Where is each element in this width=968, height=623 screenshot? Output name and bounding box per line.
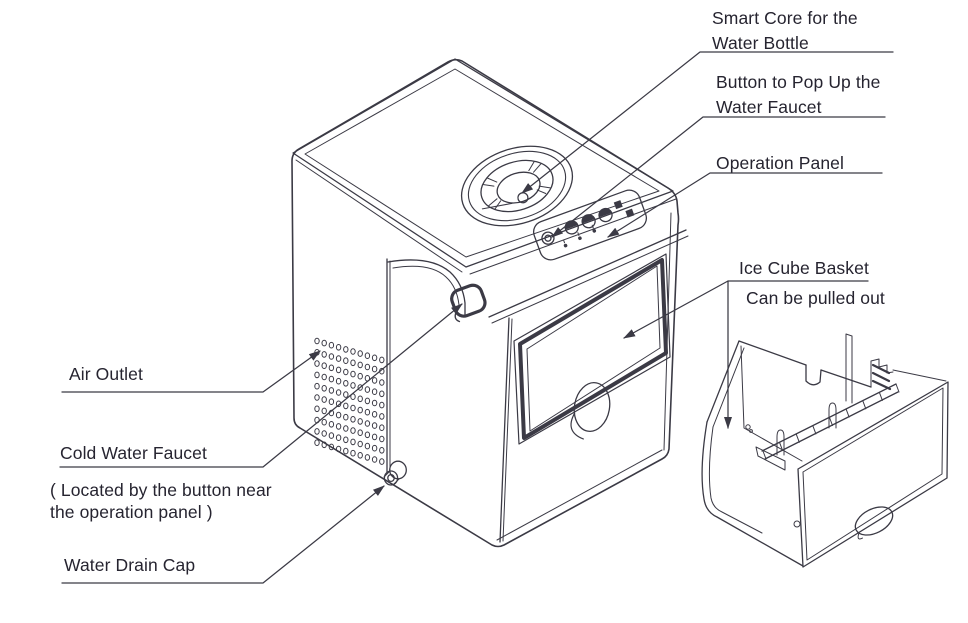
label-ice-cube-basket-note: Can be pulled out (746, 288, 885, 308)
top-lid (292, 58, 674, 273)
ice-door-window (513, 253, 671, 445)
basket-handle (854, 506, 894, 540)
basket-notch (805, 364, 822, 386)
cold-water-faucet-illustration (387, 259, 487, 323)
panel-indicator-icons (563, 200, 635, 248)
label-cold-water-faucet: Cold Water Faucet (60, 443, 207, 463)
leader-air-outlet (61, 350, 321, 393)
panel-buttons (564, 207, 613, 235)
basket-rail (755, 383, 900, 471)
air-outlet-grid (314, 337, 385, 465)
operation-panel-illustration (532, 189, 648, 261)
ice-basket-illustration (701, 333, 949, 568)
label-popup-button-line1: Button to Pop Up the (716, 72, 881, 92)
leader-water-drain-cap (61, 485, 385, 584)
basket-front-panel (797, 381, 949, 568)
label-smart-core-line2: Water Bottle (712, 33, 809, 53)
leader-popup-button (551, 116, 886, 238)
water-bottle-recess (460, 145, 574, 227)
label-faucet-note-line2: the operation panel ) (50, 502, 213, 522)
basket-corner-bracket (870, 358, 947, 391)
label-operation-panel: Operation Panel (716, 153, 844, 173)
label-popup-button: Button to Pop Up the Water Faucet (716, 70, 880, 120)
water-drain-cap-illustration (383, 460, 407, 486)
leader-operation-panel (607, 172, 883, 238)
leader-cold-water-faucet (59, 303, 463, 468)
leader-smart-core (521, 51, 894, 194)
basket-rail-ticks (762, 383, 900, 460)
label-air-outlet: Air Outlet (69, 364, 143, 384)
cabinet-edges (386, 212, 672, 543)
label-smart-core: Smart Core for the Water Bottle (712, 6, 858, 56)
label-faucet-note-line1: ( Located by the button near (50, 480, 272, 500)
label-faucet-note: ( Located by the button near the operati… (50, 479, 272, 523)
front-bevel-band (469, 198, 689, 324)
label-smart-core-line1: Smart Core for the (712, 8, 858, 28)
label-water-drain-cap: Water Drain Cap (64, 555, 196, 575)
ice-maker-illustration (291, 58, 689, 548)
label-ice-cube-basket: Ice Cube Basket (739, 258, 869, 278)
door-handle (570, 382, 611, 440)
label-popup-button-line2: Water Faucet (716, 97, 822, 117)
leader-lines (59, 51, 894, 584)
